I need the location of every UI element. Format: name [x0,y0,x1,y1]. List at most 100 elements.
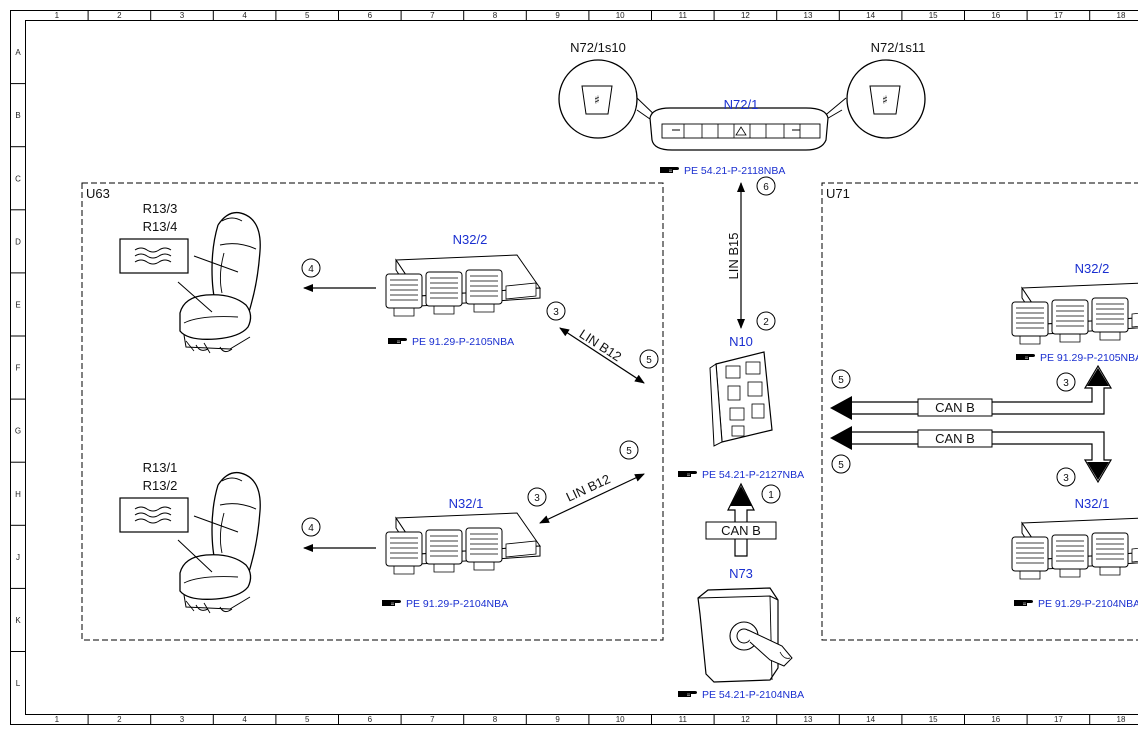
control-module-icon [1011,282,1138,345]
column-number: 3 [180,715,185,724]
ignition-label: N73 [729,566,753,581]
central-module: N10 PE 54.21-P-2127NBA [678,334,804,481]
svg-text:2: 2 [763,317,769,328]
lower-seat-label-1: R13/1 [143,460,178,475]
module-lower-right-ref[interactable]: PE 91.29-P-2104NBA [1038,598,1138,610]
step-callout: 3 [1056,467,1076,487]
column-number: 4 [242,715,247,724]
svg-text:5: 5 [838,375,844,386]
column-number: 3 [180,11,185,20]
column-number: 5 [305,11,310,20]
svg-text:3: 3 [1063,378,1069,389]
switch-panel: N72/1s10 N72/1s11 ♯ ♯ N72/1 PE 54.21-P-2… [558,40,926,177]
column-number: 7 [430,715,435,724]
svg-text:♯: ♯ [882,93,888,107]
column-number: 4 [242,11,247,20]
step-callout: 2 [756,311,776,331]
svg-text:5: 5 [838,460,844,471]
module-lower-right-label: N32/1 [1075,496,1110,511]
column-number: 11 [679,11,688,20]
row-letter: A [15,48,21,57]
seat-icon [179,471,261,614]
left-switch-label: N72/1s10 [570,40,626,55]
lin-b15-label: LIN B15 [726,233,741,280]
column-number: 9 [555,11,560,20]
upper-seat-group: R13/3 R13/4 [119,201,261,354]
svg-text:6: 6 [763,182,769,193]
control-module-icon [1011,517,1138,580]
step-callout: 4 [301,258,321,278]
ignition-switch: N73 PE 54.21-P-2104NBA [678,566,804,701]
hand-pointer-icon [1016,353,1036,361]
row-letter: B [15,111,20,120]
svg-text:5: 5 [626,446,632,457]
column-number: 5 [305,715,310,724]
lower-seat-label-2: R13/2 [143,478,178,493]
svg-text:4: 4 [308,264,314,275]
switch-panel-label: N72/1 [724,97,759,112]
column-number: 16 [991,715,1000,724]
heating-pad-icon [119,497,189,533]
svg-text:5: 5 [646,355,652,366]
central-module-ref[interactable]: PE 54.21-P-2127NBA [702,469,804,481]
column-number: 2 [117,11,122,20]
hand-pointer-icon [1014,599,1034,607]
module-upper-right-ref[interactable]: PE 91.29-P-2105NBA [1040,352,1138,364]
right-switch-label: N72/1s11 [871,40,926,55]
can-b-label-right-upper: CAN B [935,400,975,415]
column-number: 7 [430,11,435,20]
column-number: 2 [117,715,122,724]
module-upper-right-label: N32/2 [1075,261,1110,276]
step-callout: 5 [639,349,659,369]
step-callout: 4 [301,517,321,537]
column-number: 16 [991,11,1000,20]
step-callout: 1 [761,484,781,504]
svg-text:3: 3 [553,307,559,318]
module-lower-left-ref[interactable]: PE 91.29-P-2104NBA [406,598,508,610]
switch-panel-ref[interactable]: PE 54.21-P-2118NBA [684,165,785,177]
step-callout: 3 [527,487,547,507]
column-number: 6 [368,715,373,724]
svg-text:3: 3 [534,493,540,504]
column-number: 14 [866,715,875,724]
column-number: 15 [929,715,938,724]
column-number: 14 [866,11,875,20]
column-number: 15 [929,11,938,20]
central-module-label: N10 [729,334,753,349]
hand-pointer-icon [382,599,402,607]
column-number: 18 [1117,11,1126,20]
ignition-ref[interactable]: PE 54.21-P-2104NBA [702,689,804,701]
step-callout: 5 [831,454,851,474]
column-number: 13 [804,715,813,724]
row-letter: D [15,237,21,246]
row-letter: K [15,616,21,625]
upper-seat-label-1: R13/3 [143,201,178,216]
step-callout: 6 [756,176,776,196]
column-number: 11 [679,715,688,724]
heating-pad-icon [119,238,189,274]
can-b-label-right-lower: CAN B [935,431,975,446]
svg-text:♯: ♯ [594,93,600,107]
column-number: 13 [804,11,813,20]
lin-b12-upper-label: LIN B12 [577,326,625,364]
hand-pointer-icon [678,470,698,478]
row-letter: H [15,490,21,499]
step-callout: 5 [831,369,851,389]
module-upper-left-label: N32/2 [453,232,488,247]
column-number: 12 [741,11,750,20]
module-upper-left-ref[interactable]: PE 91.29-P-2105NBA [412,336,514,348]
column-number: 18 [1117,715,1126,724]
svg-text:4: 4 [308,523,314,534]
group-label-right: U71 [826,186,850,201]
hand-pointer-icon [678,690,698,698]
svg-text:3: 3 [1063,473,1069,484]
column-number: 8 [493,715,498,724]
seat-icon [179,211,261,354]
hand-pointer-icon [660,166,680,174]
column-number: 10 [616,11,625,20]
lin-b12-lower-label: LIN B12 [564,471,613,504]
column-number: 9 [555,715,560,724]
step-callout: 3 [546,301,566,321]
